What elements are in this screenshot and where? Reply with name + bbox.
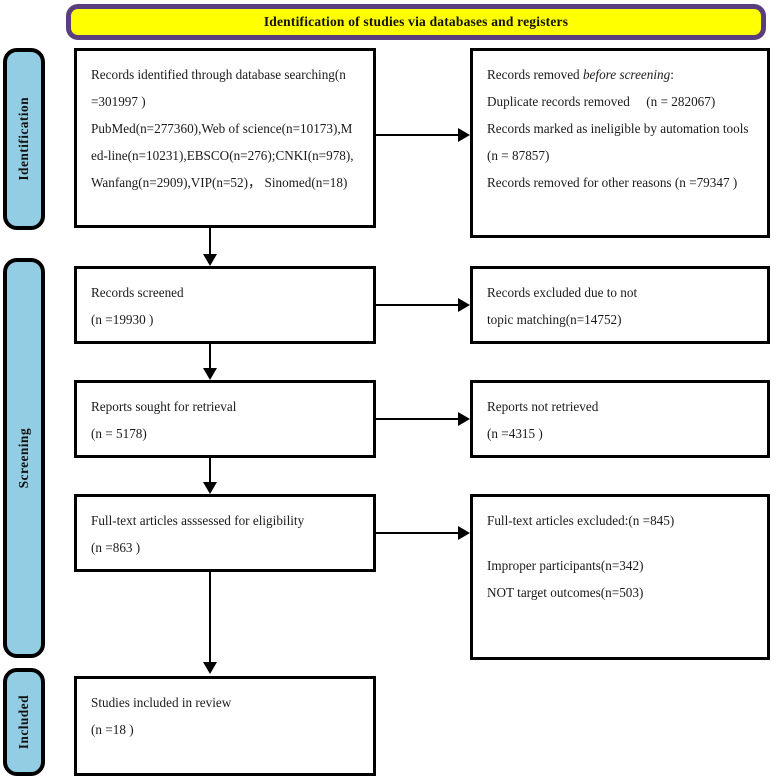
connector-fulltext-to-included-arrow xyxy=(203,662,217,674)
box-fulltext-assessed: Full-text articles asssessed for eligibi… xyxy=(74,494,376,572)
box-fulltext-excluded-spacer xyxy=(487,534,753,552)
connector-sought-to-notretrieved-line xyxy=(376,418,460,420)
box-reports-not-retrieved-line-1: Reports not retrieved xyxy=(487,399,599,414)
connector-fulltext-to-excluded-line xyxy=(376,532,460,534)
box-reports-sought-line-1: Reports sought for retrieval xyxy=(91,399,237,414)
stage-tab-identification-label: Identification xyxy=(16,97,31,181)
box-reports-sought-retrieval: Reports sought for retrieval (n = 5178) xyxy=(74,380,376,458)
stage-tab-identification: Identification xyxy=(3,48,45,230)
box-records-removed-heading: Records removed before screening: xyxy=(487,61,753,88)
box-records-identified-line-3: PubMed(n=277360),Web of science(n=10173)… xyxy=(91,121,353,137)
box-records-removed-line-2: Records marked as ineligible by automati… xyxy=(487,121,749,137)
box-records-screened-line-2: (n =19930 ) xyxy=(91,312,154,328)
box-records-removed-before-screening: Records removed before screening: Duplic… xyxy=(470,48,770,238)
connector-sought-to-fulltext-arrow xyxy=(203,482,217,494)
box-records-screened: Records screened (n =19930 ) xyxy=(74,266,376,344)
connector-screened-to-sought-line xyxy=(209,344,211,372)
connector-fulltext-to-excluded-arrow xyxy=(458,526,470,540)
box-studies-included-line-2: (n =18 ) xyxy=(91,722,134,738)
box-records-removed-line-1: Duplicate records removed (n = 282067) xyxy=(487,94,716,110)
box-records-identified: Records identified through database sear… xyxy=(74,48,376,228)
box-studies-included: Studies included in review (n =18 ) xyxy=(74,676,376,776)
connector-screened-to-excluded-arrow xyxy=(458,298,470,312)
diagram-title-banner: Identification of studies via databases … xyxy=(66,4,766,40)
box-reports-sought-line-2: (n = 5178) xyxy=(91,426,147,442)
box-records-excluded-topic: Records excluded due to not topic matchi… xyxy=(470,266,770,344)
box-reports-not-retrieved: Reports not retrieved (n =4315 ) xyxy=(470,380,770,458)
removed-suffix: : xyxy=(670,67,674,82)
connector-identified-to-removed-arrow xyxy=(458,128,470,142)
removed-prefix: Records removed xyxy=(487,67,583,82)
diagram-title: Identification of studies via databases … xyxy=(263,14,569,29)
stage-tab-screening: Screening xyxy=(3,258,45,658)
box-reports-not-retrieved-line-2: (n =4315 ) xyxy=(487,426,543,442)
box-fulltext-excluded: Full-text articles excluded:(n =845) Imp… xyxy=(470,494,770,660)
connector-identified-to-removed-line xyxy=(376,134,460,136)
connector-fulltext-to-included-line xyxy=(209,572,211,670)
box-records-excluded-topic-line-2: topic matching(n=14752) xyxy=(487,312,622,328)
box-records-identified-line-5: Wanfang(n=2909),VIP(n=52)， Sinomed(n=18) xyxy=(91,175,348,191)
removed-italic: before screening xyxy=(582,67,671,82)
stage-tab-included: Included xyxy=(3,668,45,776)
box-records-removed-line-4: Records removed for other reasons (n =79… xyxy=(487,175,738,191)
connector-sought-to-fulltext-line xyxy=(209,458,211,486)
connector-sought-to-notretrieved-arrow xyxy=(458,412,470,426)
connector-identified-to-screened-arrow xyxy=(203,254,217,266)
connector-screened-to-sought-arrow xyxy=(203,368,217,380)
stage-tab-included-label: Included xyxy=(16,694,31,750)
box-records-removed-line-3: (n = 87857) xyxy=(487,148,550,164)
box-fulltext-excluded-line-3: Improper participants(n=342) xyxy=(487,558,644,574)
connector-identified-to-screened-line xyxy=(209,228,211,260)
box-fulltext-excluded-line-1: Full-text articles excluded:(n =845) xyxy=(487,513,675,528)
box-records-screened-line-1: Records screened xyxy=(91,285,184,300)
box-studies-included-line-1: Studies included in review xyxy=(91,695,232,710)
stage-tab-screening-label: Screening xyxy=(16,427,31,489)
box-records-excluded-topic-line-1: Records excluded due to not xyxy=(487,285,638,300)
box-fulltext-assessed-line-1: Full-text articles asssessed for eligibi… xyxy=(91,513,305,528)
box-records-identified-line-2: =301997 ) xyxy=(91,94,146,110)
box-records-identified-line-4: ed-line(n=10231),EBSCO(n=276);CNKI(n=978… xyxy=(91,148,354,164)
box-fulltext-excluded-line-4: NOT target outcomes(n=503) xyxy=(487,585,644,601)
box-records-identified-line-1: Records identified through database sear… xyxy=(91,67,346,82)
connector-screened-to-excluded-line xyxy=(376,304,460,306)
box-fulltext-assessed-line-2: (n =863 ) xyxy=(91,540,141,556)
